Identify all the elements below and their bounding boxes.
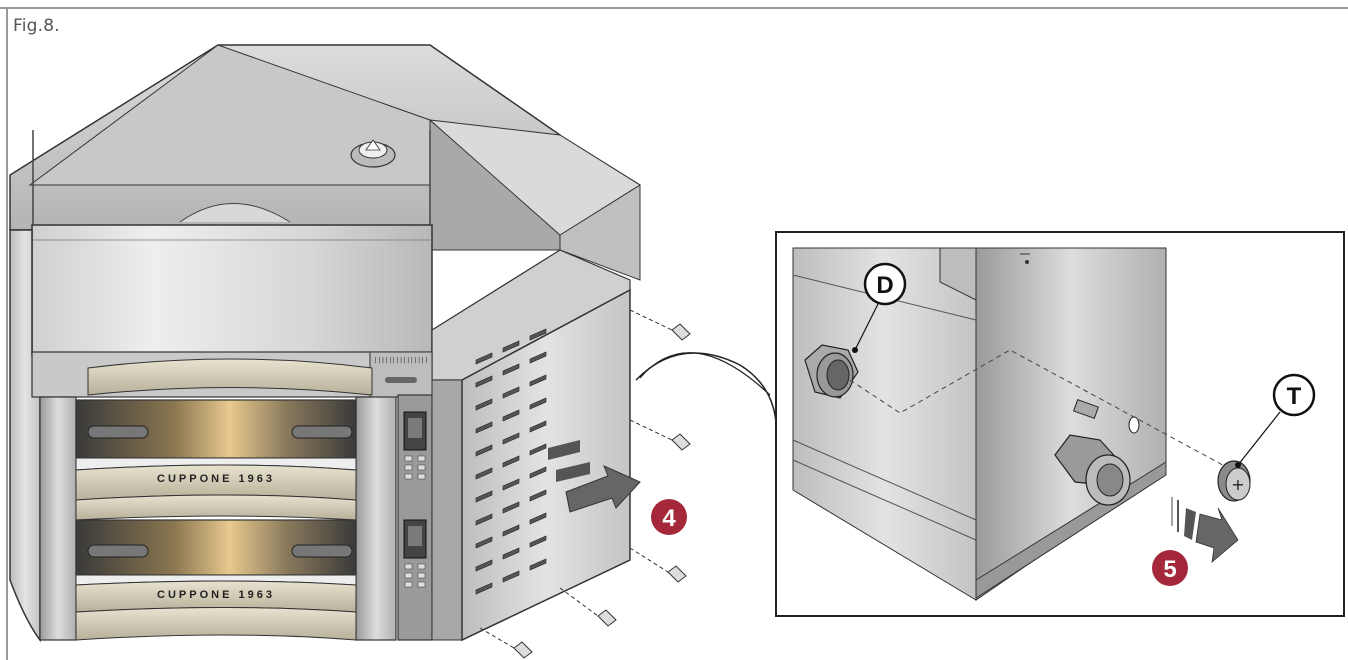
vent-slot	[502, 409, 520, 422]
vent-slot	[475, 536, 493, 549]
vent-slot	[502, 524, 520, 537]
svg-text:|||||||||||||||: |||||||||||||||	[374, 357, 428, 364]
svg-text:4: 4	[662, 505, 676, 532]
vent-slot	[475, 421, 493, 434]
vent-slot	[502, 386, 520, 399]
cap-t: +	[1217, 460, 1251, 502]
vent-slot	[502, 501, 520, 514]
vent-slot	[475, 513, 493, 526]
svg-text:+: +	[1231, 475, 1244, 494]
vent-slot	[475, 559, 493, 572]
label-d: D	[852, 262, 907, 353]
vent-slot	[475, 352, 493, 365]
vent-slot	[475, 375, 493, 388]
removal-arrow-4	[548, 440, 641, 513]
label-t: T	[1235, 373, 1316, 468]
oven-front: ||||||||||||||| CUPPONE 1963 CUPPONE 196…	[31, 351, 433, 641]
vent-slot	[502, 363, 520, 376]
oven-hood	[9, 44, 641, 381]
vent-slot	[529, 489, 547, 502]
vent-slot	[502, 478, 520, 491]
vent-slot	[529, 351, 547, 364]
vent-slot	[475, 467, 493, 480]
vent-slot	[475, 582, 493, 595]
vent-slot	[502, 340, 520, 353]
vent-slot	[502, 570, 520, 583]
vent-slot	[529, 397, 547, 410]
side-panel	[431, 288, 631, 642]
removal-arrow-5	[1171, 497, 1239, 563]
vent-slot	[502, 432, 520, 445]
figure-label: Fig.8.	[13, 16, 60, 36]
control-panel	[397, 394, 433, 641]
nut-d	[804, 344, 859, 399]
vent-slot	[529, 558, 547, 571]
svg-text:5: 5	[1163, 556, 1176, 583]
detail-inset: +	[775, 231, 1345, 617]
screws	[479, 309, 691, 659]
vent-slot	[529, 420, 547, 433]
brand-label-upper: CUPPONE 1963	[157, 473, 275, 485]
vent-slot	[475, 444, 493, 457]
vent-slot	[502, 455, 520, 468]
step-4-badge: 4	[651, 499, 687, 535]
svg-text:T: T	[1287, 383, 1302, 410]
vent-slot	[475, 490, 493, 503]
cable-gland	[1054, 434, 1131, 506]
svg-text:D: D	[876, 272, 893, 299]
step-5-badge: 5	[1152, 550, 1188, 586]
vent-slot	[502, 547, 520, 560]
vent-slot	[529, 374, 547, 387]
brand-label-lower: CUPPONE 1963	[157, 589, 275, 601]
vent-slot	[529, 466, 547, 479]
vent-slot	[529, 512, 547, 525]
ventilation-slots	[475, 328, 547, 595]
vent-slot	[475, 398, 493, 411]
vent-slot	[529, 535, 547, 548]
vent-slot	[529, 328, 547, 341]
vent-slot	[529, 443, 547, 456]
